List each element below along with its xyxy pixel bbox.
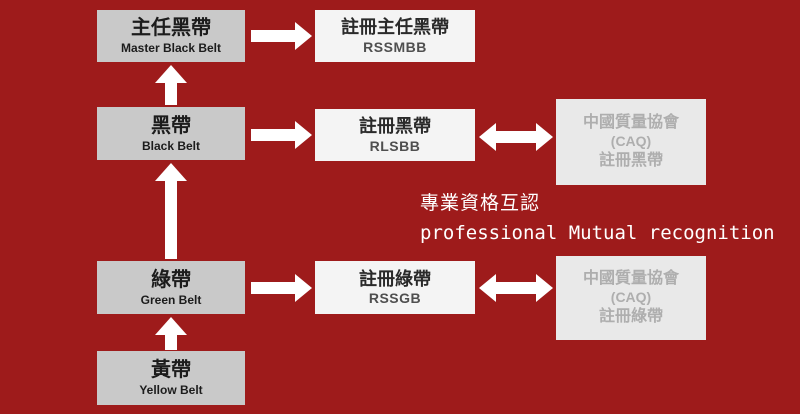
arrow-head — [155, 317, 187, 335]
arrow-shaft — [165, 181, 177, 259]
arrow-right-green-to-rssgb-icon — [251, 274, 312, 302]
arrow-head — [155, 163, 187, 181]
node-master-black-belt: 主任黑帶 Master Black Belt — [97, 10, 245, 62]
arrow-head — [295, 121, 312, 149]
node-rssgb-en: RSSGB — [368, 290, 422, 306]
node-rlsbb-zh: 註冊黑帶 — [359, 116, 431, 136]
arrow-head-right — [536, 123, 553, 151]
node-rssmbb: 註冊主任黑帶 RSSMBB — [315, 10, 475, 62]
arrow-shaft — [251, 282, 295, 294]
node-black-belt: 黑帶 Black Belt — [97, 107, 245, 160]
arrow-shaft — [165, 335, 177, 350]
node-black-belt-en: Black Belt — [141, 138, 201, 153]
arrow-shaft — [251, 129, 295, 141]
arrow-head — [295, 274, 312, 302]
arrow-both-rssgb-caq-icon — [479, 274, 553, 302]
node-caq-black-belt: 中國質量協會 (CAQ) 註冊黑帶 — [556, 99, 706, 185]
node-yellow-belt: 黃帶 Yellow Belt — [97, 351, 245, 405]
arrow-up-black-to-master-icon — [155, 65, 187, 105]
caption-zh: 專業資格互認 — [420, 193, 541, 214]
arrow-shaft — [251, 30, 295, 42]
node-caq-green-belt: 中國質量協會 (CAQ) 註冊綠帶 — [556, 256, 706, 340]
arrow-up-green-to-black-icon — [155, 163, 187, 259]
arrow-right-master-to-rssmbb-icon — [251, 22, 312, 50]
node-rssgb-zh: 註冊綠帶 — [359, 268, 431, 289]
node-caq-green-belt-line2: (CAQ) — [610, 289, 652, 306]
arrow-shaft — [496, 131, 536, 143]
arrow-right-black-to-rlsbb-icon — [251, 121, 312, 149]
arrow-both-rlsbb-caq-icon — [479, 123, 553, 151]
arrow-shaft — [496, 282, 536, 294]
node-green-belt: 綠帶 Green Belt — [97, 261, 245, 314]
node-yellow-belt-en: Yellow Belt — [139, 383, 203, 397]
arrow-head-left — [479, 274, 496, 302]
node-green-belt-zh: 綠帶 — [151, 268, 191, 291]
arrow-up-yellow-to-green-icon — [155, 317, 187, 350]
node-caq-black-belt-line2: (CAQ) — [610, 133, 652, 150]
node-rlsbb: 註冊黑帶 RLSBB — [315, 109, 475, 161]
arrow-head — [295, 22, 312, 50]
node-caq-green-belt-line1: 中國質量協會 — [582, 270, 679, 288]
arrow-shaft — [165, 83, 177, 105]
node-master-black-belt-en: Master Black Belt — [120, 41, 222, 55]
node-rlsbb-en: RLSBB — [369, 137, 421, 154]
arrow-head-right — [536, 274, 553, 302]
node-green-belt-en: Green Belt — [140, 292, 202, 307]
node-caq-green-belt-line3: 註冊綠帶 — [598, 307, 663, 325]
node-rssmbb-en: RSSMBB — [363, 38, 427, 55]
caption-en: professional Mutual recognition — [420, 222, 775, 244]
arrow-head-left — [479, 123, 496, 151]
node-yellow-belt-zh: 黃帶 — [151, 359, 191, 381]
node-rssmbb-zh: 註冊主任黑帶 — [341, 17, 449, 37]
node-caq-black-belt-line1: 中國質量協會 — [582, 114, 679, 132]
mutual-recognition-caption: 專業資格互認 professional Mutual recognition — [420, 188, 775, 244]
node-rssgb: 註冊綠帶 RSSGB — [315, 261, 475, 314]
node-black-belt-zh: 黑帶 — [151, 114, 191, 137]
node-master-black-belt-zh: 主任黑帶 — [131, 17, 211, 39]
node-caq-black-belt-line3: 註冊黑帶 — [598, 151, 663, 169]
arrow-head — [155, 65, 187, 83]
